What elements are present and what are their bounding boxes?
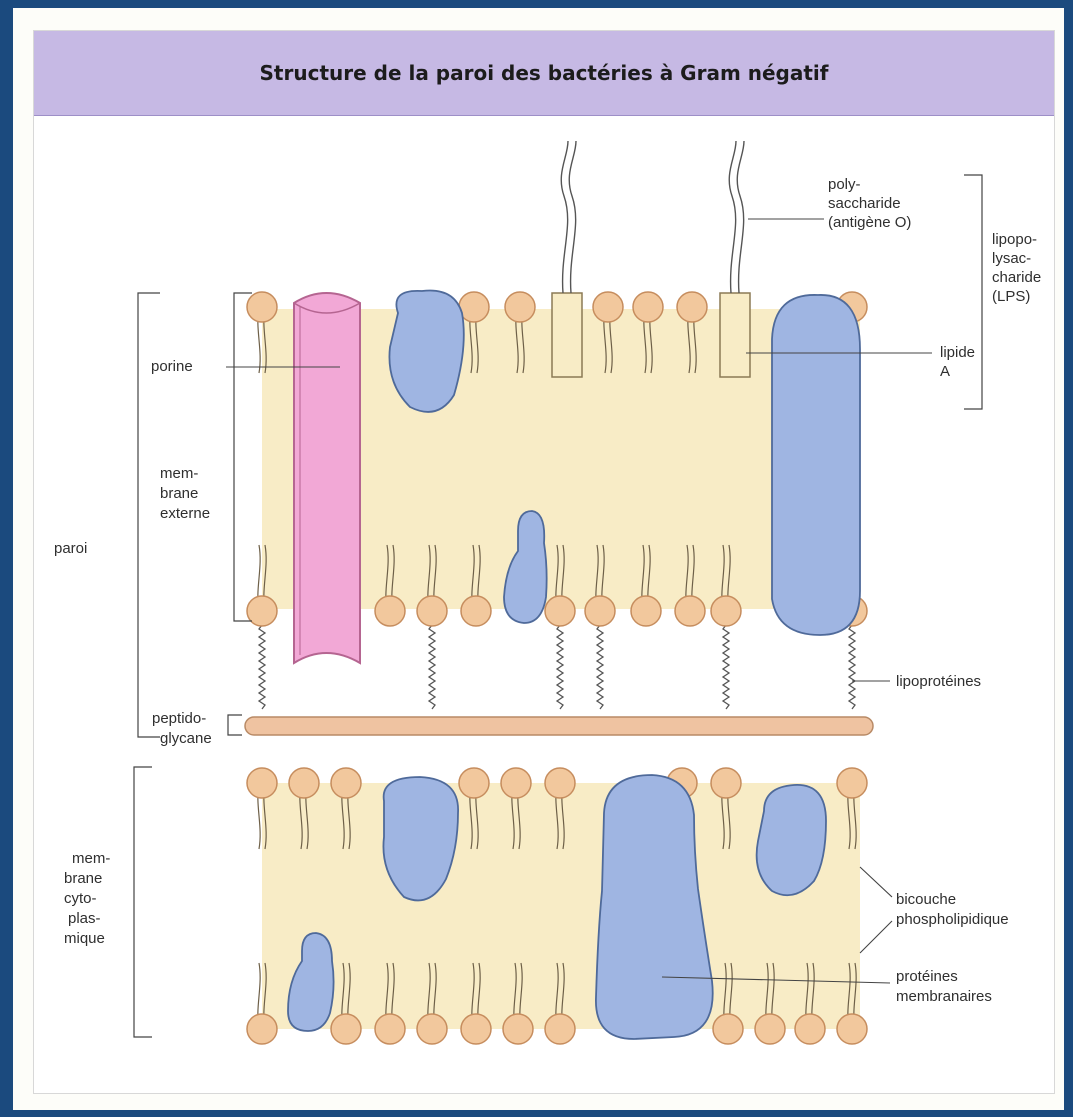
lps-label: lipopo- lysac- charide (LPS) <box>992 231 1045 305</box>
polysaccharide-chain <box>737 141 744 293</box>
membrane-protein <box>389 290 463 411</box>
outer-membrane-bracket <box>234 293 252 621</box>
outer-membrane-label: mem- brane externe <box>160 465 210 522</box>
lipid-a-block <box>552 293 582 377</box>
lipid-a-block <box>720 293 750 377</box>
bicouche-leader <box>860 867 892 953</box>
lps-bracket <box>964 175 982 409</box>
cytoplasmic-membrane-label: mem- brane cyto- plas- mique <box>64 850 115 947</box>
polysaccharide-chain <box>729 141 736 293</box>
lipoproteines-label: lipoprotéines <box>896 673 981 690</box>
cytoplasmic-membrane-bracket <box>134 767 152 1037</box>
figure-card: Structure de la paroi des bactéries à Gr… <box>33 30 1055 1094</box>
cell-wall-diagram: porine mem- brane externe paroi peptido-… <box>34 31 1054 1093</box>
lipoprotein-spring <box>849 625 855 709</box>
peptidoglycan-label: peptido- glycane <box>152 710 212 747</box>
lipoprotein-spring <box>557 625 563 709</box>
lipid-a-label: lipide A <box>940 344 979 380</box>
bicouche-label: bicouche phospholipidique <box>896 891 1009 928</box>
page-frame: Structure de la paroi des bactéries à Gr… <box>13 8 1064 1110</box>
polysaccharide-chain <box>561 141 568 293</box>
lipoprotein-spring <box>259 625 265 709</box>
membrane-protein <box>757 785 826 895</box>
lipoprotein-spring <box>723 625 729 709</box>
peptidoglycan-bracket <box>228 715 242 735</box>
lipoprotein-spring <box>597 625 603 709</box>
polysaccharide-chain <box>569 141 576 293</box>
porin-channel <box>294 293 360 663</box>
proteines-label: protéines membranaires <box>896 968 992 1005</box>
peptidoglycan-layer <box>245 717 873 735</box>
polysaccharide-label: poly- saccharide (antigène O) <box>828 176 911 231</box>
paroi-label: paroi <box>54 540 87 557</box>
porine-label: porine <box>151 358 193 375</box>
lipoprotein-spring <box>429 625 435 709</box>
membrane-protein <box>772 295 860 635</box>
